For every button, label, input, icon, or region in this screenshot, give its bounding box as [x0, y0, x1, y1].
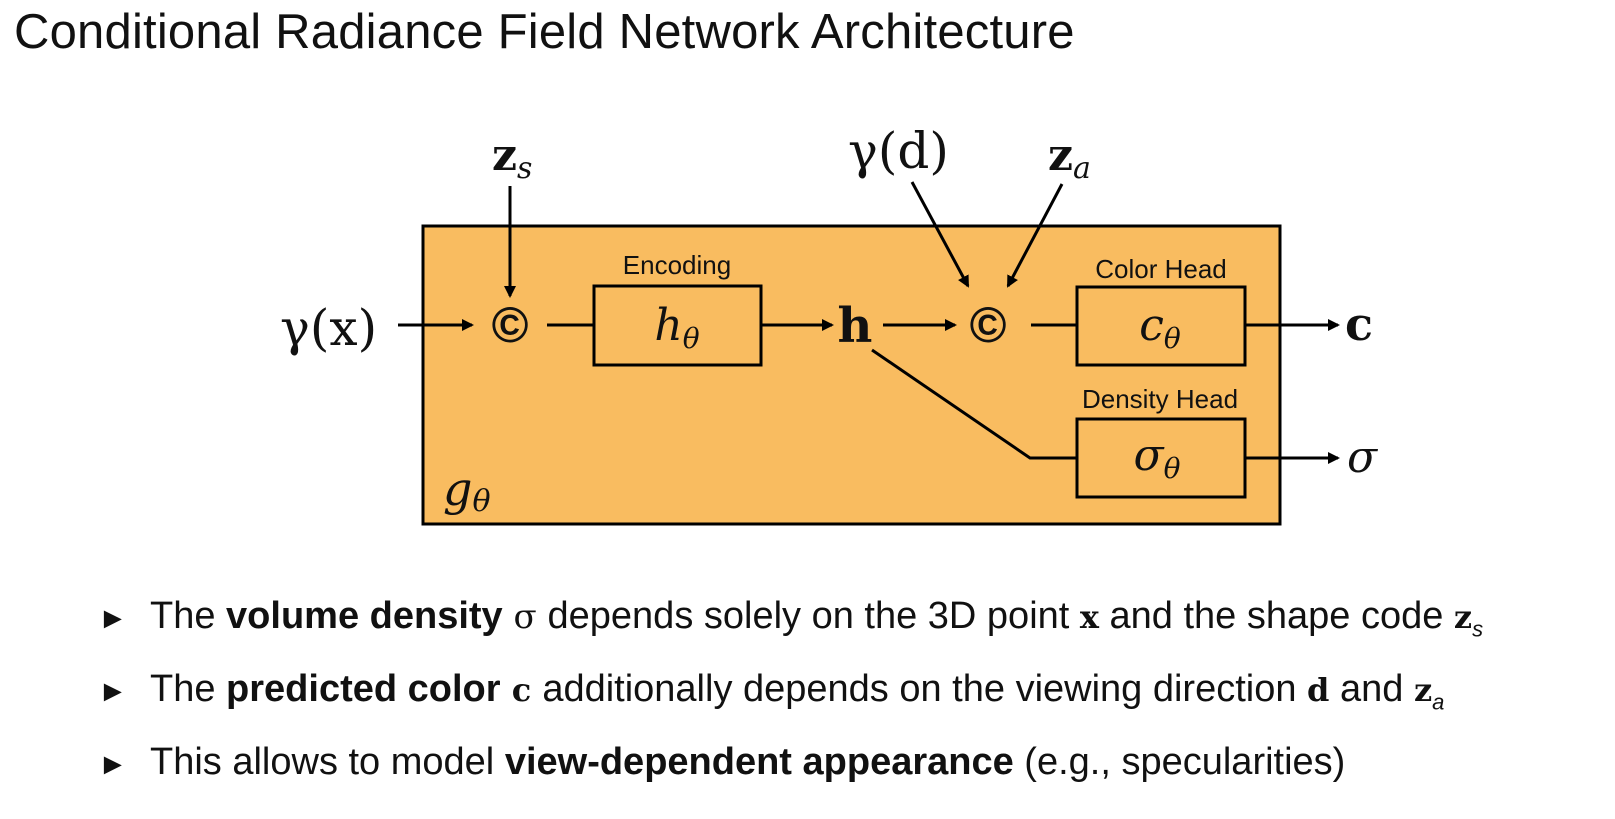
input-gamma-d: γ(d): [848, 122, 949, 180]
slide-title: Conditional Radiance Field Network Archi…: [14, 5, 1075, 59]
input-z-s: zs: [492, 130, 532, 186]
network-label: gθ: [443, 462, 491, 519]
concat-icon: ©: [492, 297, 529, 353]
bullet-item: ►The volume density σ depends solely on …: [98, 590, 1483, 663]
network-box: [421, 224, 1282, 526]
bullet-list: ►The volume density σ depends solely on …: [98, 590, 1483, 809]
output-c: c: [1345, 297, 1373, 351]
color-head-symbol: cθ: [1139, 300, 1181, 355]
triangle-bullet-icon: ►: [98, 675, 128, 708]
concat-icon: ©: [970, 297, 1007, 353]
output-sigma: σ: [1347, 432, 1379, 483]
triangle-bullet-icon: ►: [98, 748, 128, 781]
arrow-gamma-d-to-concat: [910, 181, 970, 288]
input-gamma-x: γ(x): [280, 299, 377, 357]
encoding-symbol: hθ: [654, 300, 699, 355]
encoding-label: Encoding: [623, 250, 731, 280]
density-head-label: Density Head: [1082, 384, 1238, 414]
bullet-item: ►The predicted color c additionally depe…: [98, 663, 1483, 736]
h-node: h: [838, 298, 873, 354]
line-h-to-density-head: [871, 348, 1077, 460]
input-z-a: za: [1048, 130, 1091, 186]
density-head-symbol: σθ: [1134, 430, 1181, 485]
bullet-item: ►This allows to model view-dependent app…: [98, 736, 1483, 809]
triangle-bullet-icon: ►: [98, 602, 128, 635]
arrow-z-a-to-concat: [1006, 183, 1064, 288]
color-head-label: Color Head: [1095, 254, 1227, 284]
